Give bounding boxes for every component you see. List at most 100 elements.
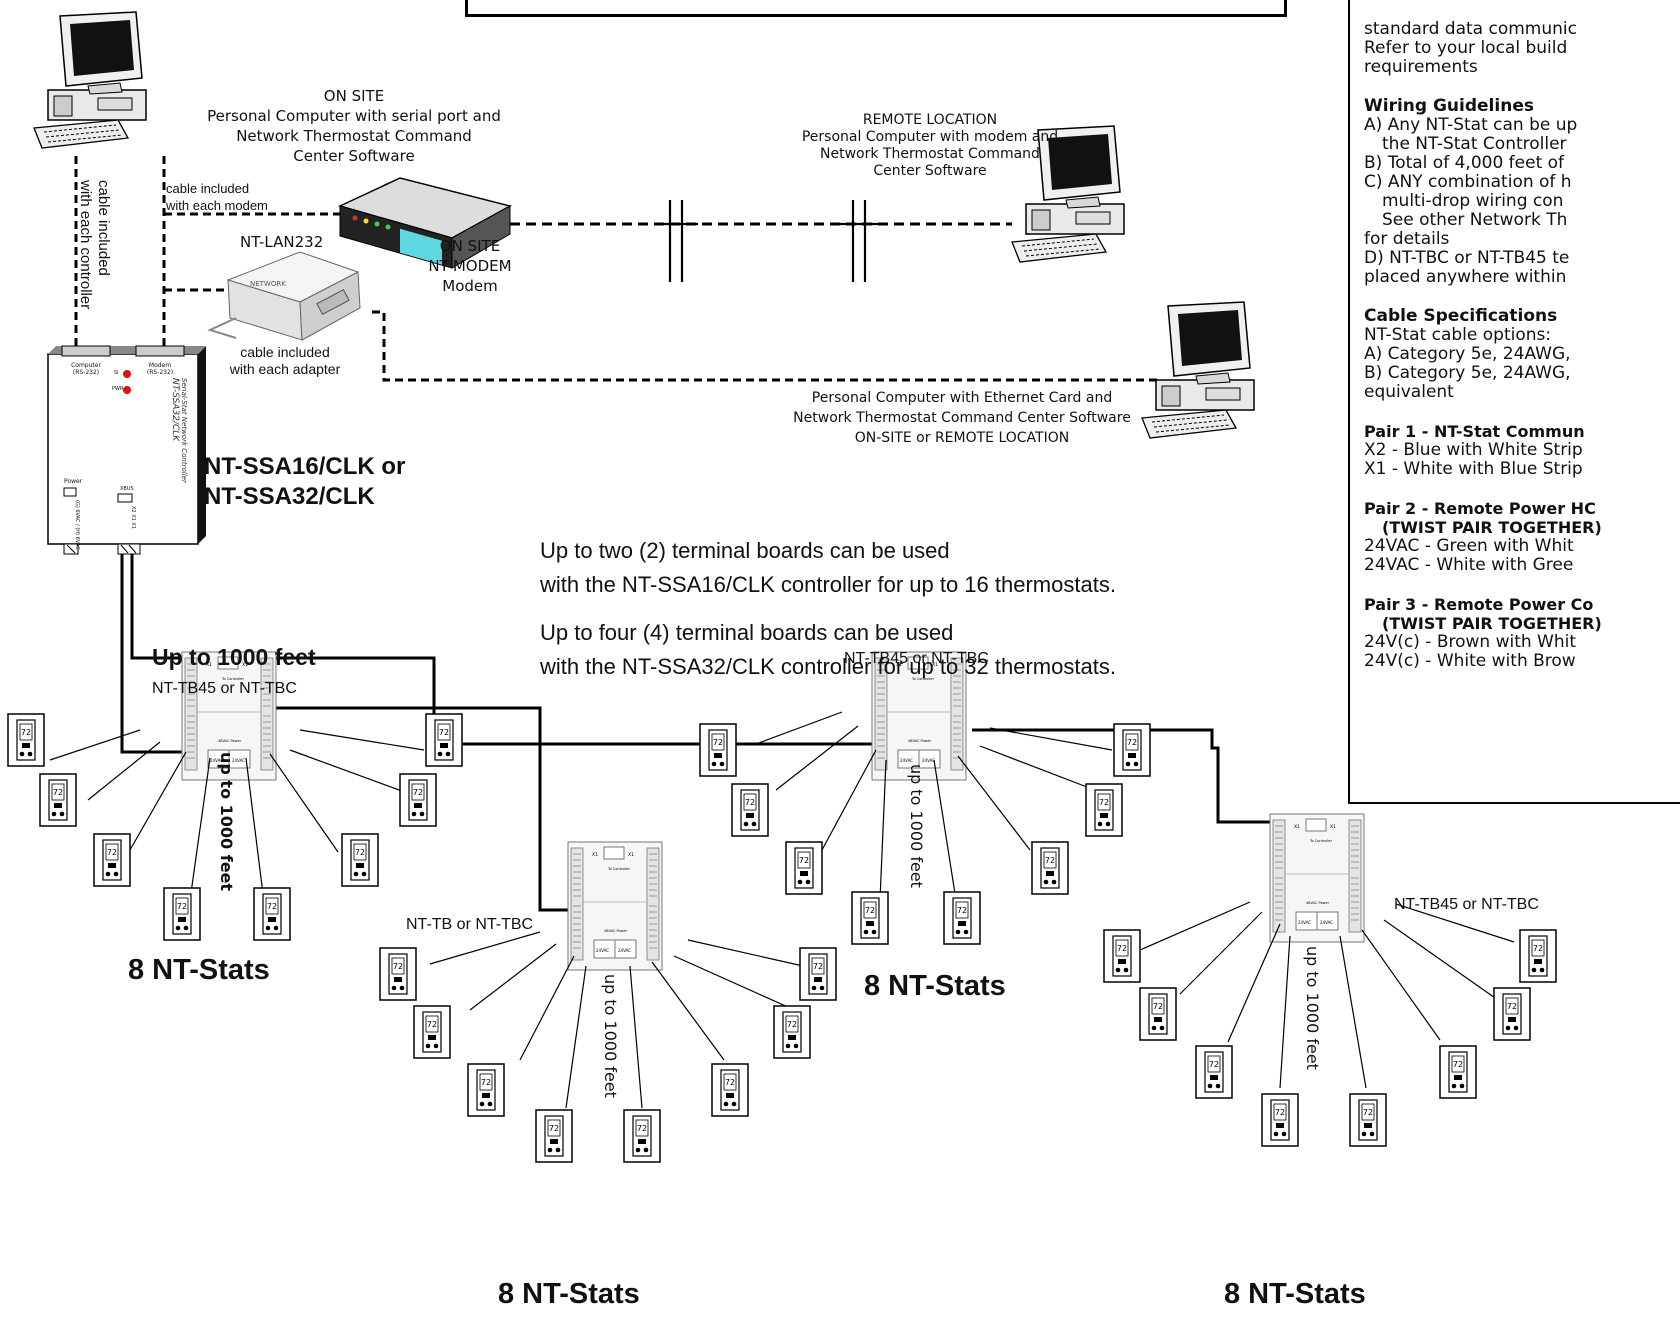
thermostat-icon [773, 1005, 811, 1059]
onsite-pc-line1: Personal Computer with serial port and [207, 107, 501, 125]
controller-cable-line1: cable included [95, 180, 112, 276]
serial-cables [74, 156, 1160, 382]
led-si-label: SI [114, 370, 119, 376]
thermostat-icon [711, 1063, 749, 1117]
thermostat-icon [467, 1063, 505, 1117]
thermostat-icon [851, 891, 889, 945]
svg-text:NETWORK: NETWORK [250, 280, 286, 288]
controller-side-l1: Serial-Stat Network Controller [180, 378, 188, 483]
wiring-a2: the NT-Stat Controller [1382, 134, 1567, 154]
cable-a: A) Category 5e, 24AWG, [1364, 344, 1571, 364]
thermostat-icon [93, 833, 131, 887]
pair1-x2: X2 - Blue with White Strip [1364, 440, 1583, 460]
thermostat-icon [1519, 929, 1557, 983]
port-computer-l1: Computer [71, 362, 101, 369]
remote-pc-line3: Center Software [873, 163, 987, 179]
adapter-cable-line2: with each adapter [229, 361, 341, 377]
thermostat-icon [341, 833, 379, 887]
thermostat-icon [379, 947, 417, 1001]
controller-model-line1: NT-SSA16/CLK or [204, 453, 406, 480]
group-2-label: 8 NT-Stats [864, 970, 1006, 1002]
thermostat-icon [1261, 1093, 1299, 1147]
thermostat-icon [785, 841, 823, 895]
terminal-board-3 [567, 841, 663, 971]
spec-intro2: Refer to your local build [1364, 38, 1568, 58]
pair2-a: 24VAC - Green with Whit [1364, 536, 1574, 556]
wiring-d2: placed anywhere within [1364, 267, 1567, 287]
onsite-pc-line3: Center Software [293, 147, 415, 165]
ethernet-pc-label: Personal Computer with Ethernet Card and… [782, 388, 1142, 448]
wiring-c2: multi-drop wiring con [1382, 191, 1564, 211]
modem-cable-line1: cable included [166, 181, 250, 196]
controller-side-text: Serial-Stat Network Controller NT-SSA32/… [170, 378, 188, 483]
thermostat-icon [1195, 1045, 1233, 1099]
power-label: Power [64, 478, 83, 485]
cable-b1: B) Category 5e, 24AWG, [1364, 363, 1571, 383]
board-2-label: NT-TB45 or NT-TBC [844, 650, 989, 667]
pair3-twist: (TWIST PAIR TOGETHER) [1382, 614, 1602, 633]
board-1-distance: up to 1000 feet [217, 752, 236, 892]
wiring-d1: D) NT-TBC or NT-TB45 te [1364, 248, 1570, 268]
wiring-heading: Wiring Guidelines [1364, 96, 1534, 116]
cable-intro: NT-Stat cable options: [1364, 325, 1552, 345]
modem-icon [337, 177, 513, 269]
controller-side-l2: NT-SSA32/CLK [170, 378, 180, 442]
power-terms: (G) 6VAC / (H) 6VAC [74, 500, 80, 550]
onsite-pc-line2: Network Thermostat Command [236, 127, 472, 145]
port-computer-l2: (RS-232) [72, 369, 100, 376]
modem-label-line1: ON SITE [439, 237, 501, 255]
group-4-label: 8 NT-Stats [1224, 1278, 1366, 1310]
drop-wires-4 [1139, 901, 1515, 1089]
xbus-terms: X2 X1 X1 [130, 506, 136, 529]
thermostat-icon [623, 1109, 661, 1163]
board-4-label: NT-TB45 or NT-TBC [1394, 896, 1539, 913]
modem-label-line2: NT-MODEM [428, 257, 512, 275]
thermostat-icon [535, 1109, 573, 1163]
pair2-heading: Pair 2 - Remote Power HC [1364, 499, 1596, 518]
ethernet-pc-line1: Personal Computer with Ethernet Card and [811, 390, 1113, 406]
thermostat-icon [39, 773, 77, 827]
ethernet-pc-line3: ON-SITE or REMOTE LOCATION [854, 430, 1070, 446]
cable-heading: Cable Specifications [1364, 306, 1558, 326]
drop-wires-1 [49, 729, 425, 903]
pair1-heading: Pair 1 - NT-Stat Commun [1364, 422, 1585, 441]
onsite-pc-label: ON SITE Personal Computer with serial po… [204, 86, 504, 166]
remote-pc-line1: Personal Computer with modem and [801, 129, 1059, 145]
board-3-label: NT-TB or NT-TBC [406, 916, 534, 933]
thermostat-icon [7, 713, 45, 767]
board-2-distance: up to 1000 feet [907, 764, 926, 888]
lan232-label: NT-LAN232 [240, 233, 324, 251]
terminal-board-4 [1269, 813, 1365, 943]
thermostat-icon [1113, 723, 1151, 777]
modem-cable-line2: with each modem [166, 198, 268, 213]
thermostat-icon [413, 1005, 451, 1059]
remote-pc-label: REMOTE LOCATION Personal Computer with m… [780, 112, 1080, 180]
thermostat-icon [799, 947, 837, 1001]
thermostat-icon [1493, 987, 1531, 1041]
pair2-twist: (TWIST PAIR TOGETHER) [1382, 518, 1602, 537]
backbone-wire [120, 554, 1270, 912]
controller-box [47, 345, 206, 555]
drop-wires-3 [429, 931, 813, 1109]
remote-pc-title: REMOTE LOCATION [862, 112, 998, 128]
onsite-computer-icon [33, 11, 147, 149]
thermostat-icon [1031, 841, 1069, 895]
thermostat-icon [399, 773, 437, 827]
wiring-c4: for details [1364, 229, 1450, 249]
pair3-b: 24V(c) - White with Brow [1364, 651, 1576, 671]
thermostat-icon [731, 783, 769, 837]
terminal-note-line4: with the NT-SSA32/CLK controller for up … [540, 654, 1116, 679]
ethernet-pc-line2: Network Thermostat Command Center Softwa… [793, 410, 1131, 426]
thermostat-icon [425, 713, 463, 767]
wiring-a1: A) Any NT-Stat can be up [1364, 115, 1578, 135]
thermostat-icon [1439, 1045, 1477, 1099]
distance-heading: Up to 1000 feet [152, 644, 316, 670]
pair2-b: 24VAC - White with Gree [1364, 555, 1574, 575]
spec-intro3: requirements [1364, 57, 1478, 77]
thermostat-icon [1085, 783, 1123, 837]
group-1-label: 8 NT-Stats [128, 954, 270, 986]
controller-cable-note: cable included with each controller [76, 180, 112, 309]
onsite-pc-title: ON SITE [323, 87, 385, 105]
modem-label: ON SITE NT-MODEM Modem [420, 236, 520, 296]
